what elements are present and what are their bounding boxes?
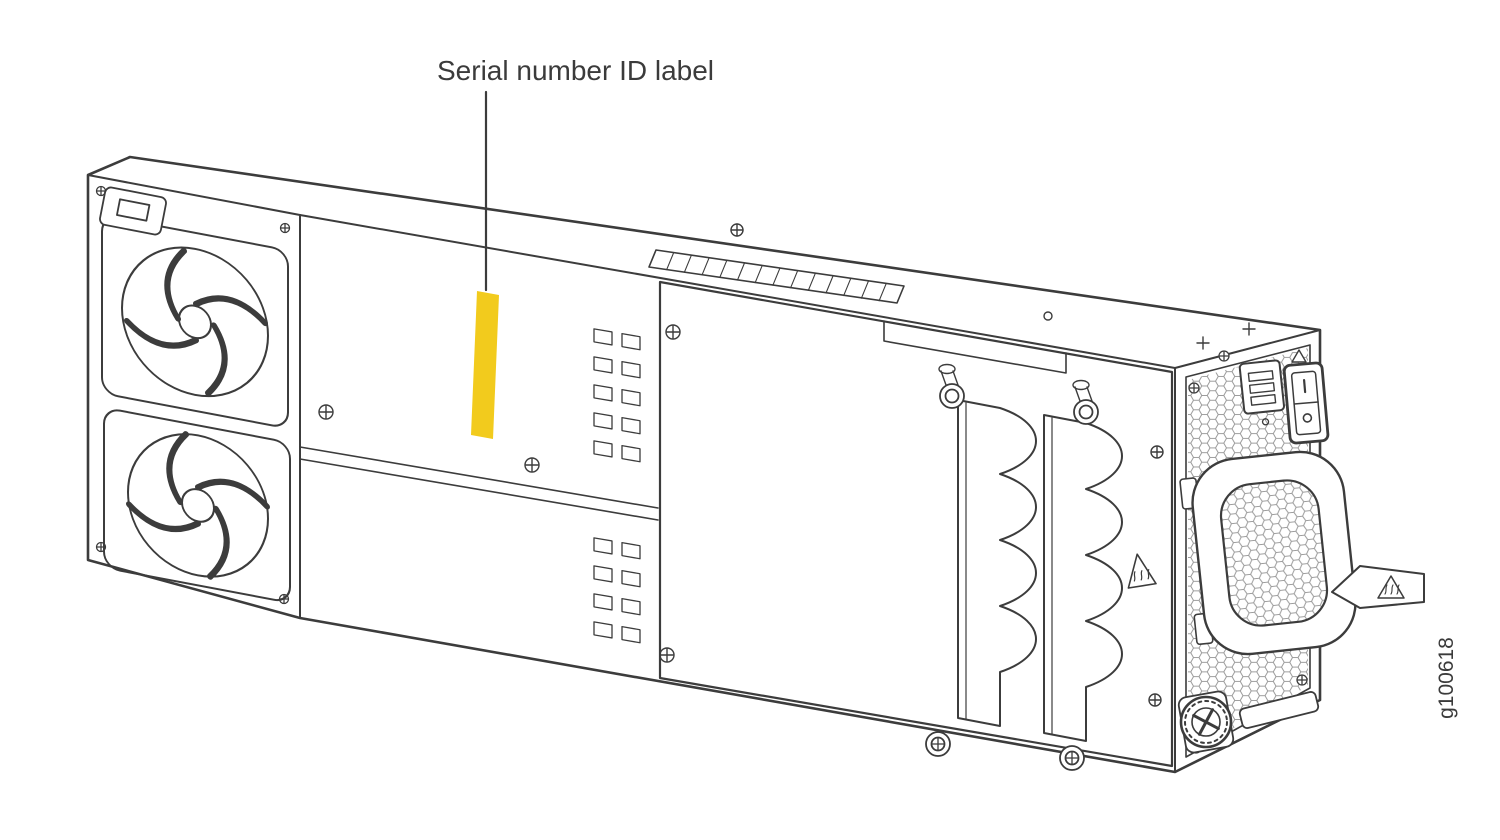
- top-screw-icon: [730, 223, 744, 237]
- thumbscrew-icon: [1072, 379, 1099, 425]
- thumbscrew-icon: [938, 363, 965, 409]
- front-panel: [1177, 344, 1425, 758]
- fan-blades: [124, 247, 268, 397]
- captive-thumbscrew: [1177, 690, 1235, 754]
- thumbscrew-icon: [1059, 745, 1085, 771]
- warning-triangle-icon: [1291, 349, 1307, 363]
- hot-surface-warning-icon: [1127, 553, 1157, 589]
- thumbscrew-icon: [925, 731, 951, 757]
- fan-top: [101, 216, 289, 427]
- module-grip-left: [957, 399, 1037, 727]
- top-hole-icon: [1043, 311, 1053, 321]
- fan-blades: [126, 431, 270, 580]
- rear-corner-screws: [95, 185, 291, 605]
- module-corner-screws: [659, 324, 1164, 707]
- psu-module: [658, 280, 1174, 771]
- panel-screws: [318, 404, 540, 473]
- front-panel-frame: [1185, 344, 1311, 758]
- module-top-notch: [883, 320, 1067, 374]
- figure-id: g100618: [1435, 637, 1458, 719]
- chassis-outline: [86, 155, 1322, 774]
- handle: [1179, 450, 1357, 656]
- label-slot: [1238, 691, 1320, 729]
- vent-slots-top: [593, 328, 641, 463]
- fan-bottom: [103, 409, 291, 602]
- top-face: [648, 223, 1256, 350]
- pull-tab: [1331, 565, 1425, 609]
- chassis-edges: [87, 174, 1321, 773]
- top-vent-hatch: [648, 249, 887, 302]
- vent-slots-bottom: [593, 537, 641, 644]
- power-switch: [1282, 361, 1330, 445]
- annotation-label: Serial number ID label: [437, 55, 714, 86]
- module-grip-right: [1043, 414, 1123, 742]
- panel-seam: [299, 446, 659, 521]
- rear-latch: [99, 186, 167, 236]
- top-plus-marks: [1196, 322, 1256, 350]
- serial-number-label-highlight: [471, 291, 499, 439]
- dip-switch: [1238, 359, 1286, 426]
- rear-fan-face: [101, 216, 291, 602]
- side-panel: [299, 328, 659, 644]
